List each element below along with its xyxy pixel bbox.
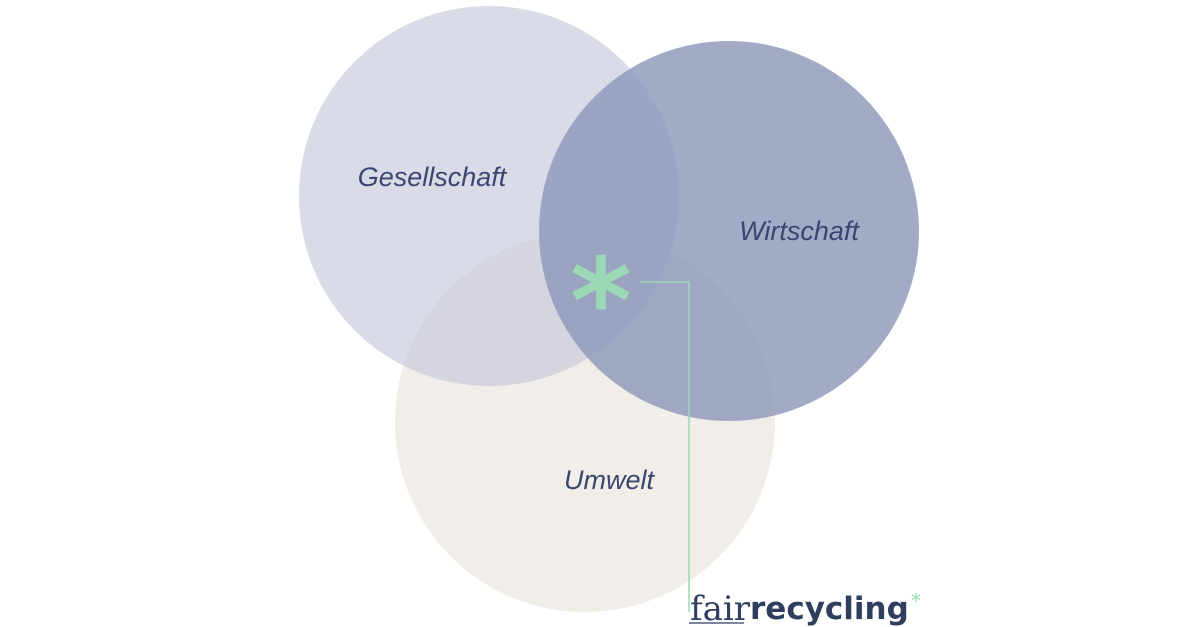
center-asterisk-icon: *: [570, 232, 632, 370]
logo-fair-text: fair: [690, 589, 751, 627]
wirtschaft-label: Wirtschaft: [739, 216, 860, 246]
connector-line: [640, 281, 690, 612]
logo-recycling-text: recycling: [750, 591, 909, 627]
umwelt-label: Umwelt: [564, 465, 656, 495]
fairrecycling-logo: fair recycling *: [689, 589, 921, 627]
logo-star-icon: *: [911, 589, 921, 613]
wirtschaft-circle: [539, 41, 919, 421]
gesellschaft-label: Gesellschaft: [358, 162, 508, 192]
